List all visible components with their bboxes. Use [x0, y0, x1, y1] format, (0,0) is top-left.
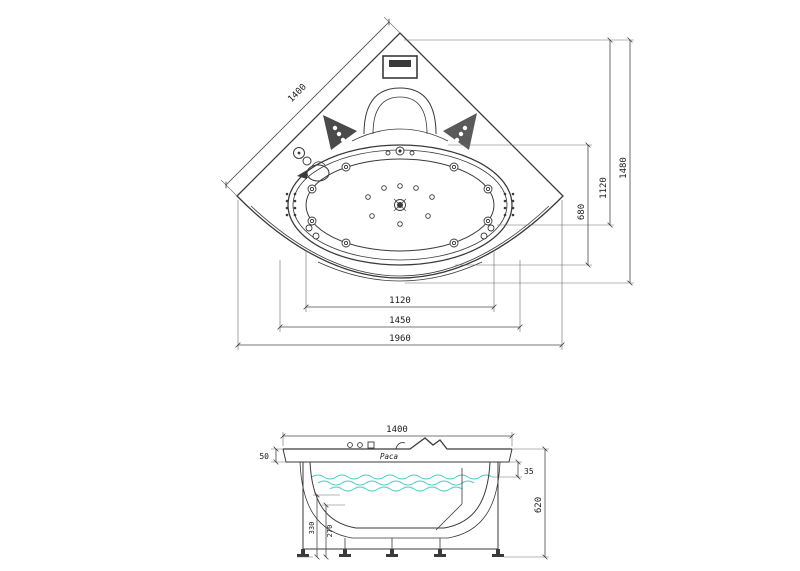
faucet-plan: [293, 147, 330, 182]
faucet-side: [347, 441, 406, 450]
rim-fixture: [385, 146, 415, 156]
brand-logo-text: Paca: [380, 452, 398, 461]
dim-label-side-width: 1400: [386, 425, 408, 435]
waterline: [311, 474, 493, 492]
plan-dimensions: 1400 1480 1120 680 1120 1450 1960: [220, 16, 634, 350]
floor-jets-drain: [365, 183, 435, 227]
dim-label-side-water: 35: [524, 467, 534, 476]
support-frame: [297, 462, 504, 557]
plan-view: [236, 32, 564, 282]
control-panel-left: [323, 115, 357, 150]
dim-label-plan-rim-width: 1450: [389, 316, 411, 326]
shell-outer: [299, 461, 501, 539]
corner-box: [382, 55, 418, 79]
adjustable-feet: [297, 549, 504, 557]
dim-label-side-height: 620: [534, 497, 544, 513]
control-panel-right: [443, 113, 477, 150]
basin-oval: [287, 144, 513, 266]
plan-apron-curve-1: [250, 205, 550, 277]
dim-label-plan-diag-mid: 1120: [599, 177, 609, 199]
dim-label-plan-basin-width: 1120: [389, 296, 411, 306]
side-view: Paca: [282, 437, 513, 557]
dim-label-plan-side: 1400: [286, 82, 308, 104]
dim-label-plan-basin-depth: 680: [577, 204, 587, 220]
speaker-grille-right: [503, 192, 515, 217]
side-dimensions: 1400 50 35 620 330 270: [259, 425, 549, 560]
dim-label-side-inner-a: 330: [308, 522, 316, 535]
dim-label-plan-diag-total: 1480: [619, 157, 629, 179]
plan-outline: [236, 32, 564, 279]
dim-label-plan-total-width: 1960: [389, 334, 411, 344]
speaker-grille-left: [285, 192, 297, 217]
plan-apron-curve-2: [317, 261, 483, 282]
dim-label-side-inner-b: 270: [326, 525, 334, 538]
dim-label-side-rim: 50: [259, 452, 269, 461]
seat-step: [435, 468, 463, 531]
headrest: [351, 87, 449, 142]
side-rim-top: [283, 437, 512, 450]
